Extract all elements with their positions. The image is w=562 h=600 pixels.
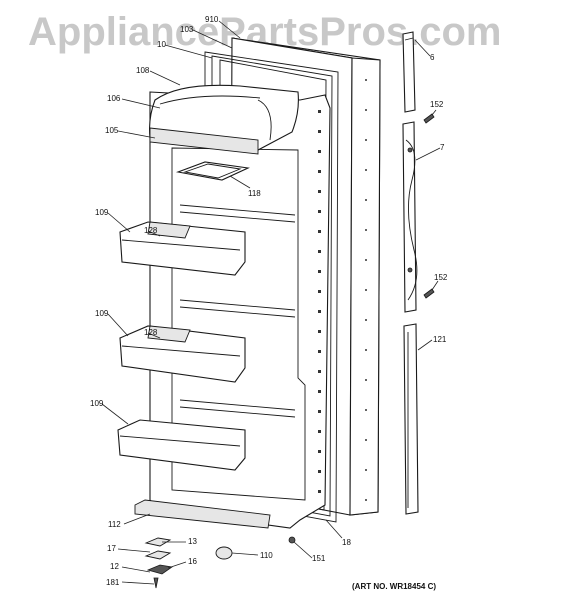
callout-109-bottom: 109 xyxy=(90,399,104,408)
handle-trim-121 xyxy=(403,323,419,515)
door-bin-bottom xyxy=(117,419,246,471)
callout-118: 118 xyxy=(248,189,261,198)
callout-10: 10 xyxy=(157,40,166,49)
handle-7 xyxy=(402,121,418,313)
bottom-trim xyxy=(134,499,271,529)
dairy-compartment xyxy=(149,84,299,155)
callout-6: 6 xyxy=(430,53,435,62)
callout-16: 16 xyxy=(188,557,197,566)
callout-109-middle: 109 xyxy=(95,309,109,318)
callout-128-top: 128 xyxy=(144,226,158,235)
callout-152-bottom: 152 xyxy=(434,273,448,282)
door-bin-top xyxy=(119,221,246,276)
callout-128-middle: 128 xyxy=(144,328,158,337)
callout-151: 151 xyxy=(312,554,326,563)
callout-103: 103 xyxy=(180,25,194,34)
callout-108: 108 xyxy=(136,66,150,75)
handle-cap-6 xyxy=(402,31,416,113)
callout-18: 18 xyxy=(342,538,351,547)
callout-152-top: 152 xyxy=(430,100,444,109)
callout-110: 110 xyxy=(260,551,273,560)
callout-112: 112 xyxy=(108,520,121,529)
callout-13: 13 xyxy=(188,537,197,546)
art-number: (ART NO. WR18454 C) xyxy=(352,582,437,591)
callout-109-top: 109 xyxy=(95,208,109,217)
callout-910: 910 xyxy=(205,15,219,24)
callout-121: 121 xyxy=(433,335,447,344)
callout-181: 181 xyxy=(106,578,120,587)
callout-106: 106 xyxy=(107,94,121,103)
screws-152 xyxy=(423,113,435,299)
door-bin-middle xyxy=(119,325,246,383)
small-hardware xyxy=(144,536,296,589)
egg-tray xyxy=(175,161,250,181)
callout-105: 105 xyxy=(105,126,119,135)
leader-lines xyxy=(101,20,441,585)
callout-12: 12 xyxy=(110,562,119,571)
callout-17: 17 xyxy=(107,544,116,553)
callout-7: 7 xyxy=(440,143,445,152)
door-liner xyxy=(149,91,331,529)
